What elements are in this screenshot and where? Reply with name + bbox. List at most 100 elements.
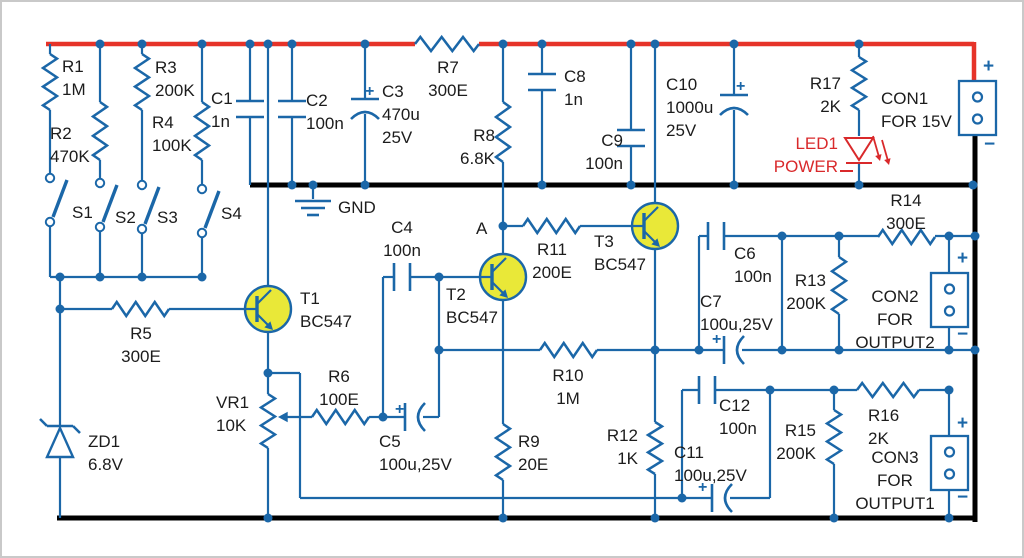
c2-capacitor-symbol [278, 99, 306, 119]
r8-resistor-symbol [493, 100, 513, 164]
s4-switch-symbol [196, 183, 221, 239]
r17-resistor-symbol [849, 55, 869, 112]
r1-resistor-symbol [40, 52, 60, 112]
zd1-zener-diode-symbol [39, 418, 81, 459]
c5-capacitor-symbol [403, 402, 426, 432]
label-gnd: GND [338, 198, 376, 217]
r9-resistor-symbol [493, 422, 513, 482]
r11-resistor-symbol [521, 216, 582, 236]
r7-resistor-symbol [414, 34, 480, 54]
vr1-wiper-arrow [278, 411, 288, 423]
c11-plus-sign: + [698, 479, 708, 496]
junction-dots [55, 39, 980, 523]
s1-switch-symbol [44, 172, 69, 228]
t1-transistor-symbol [243, 284, 293, 334]
positive-supply-rail [46, 41, 977, 81]
con3-plus-sign: + [957, 413, 969, 434]
con3-connector [929, 434, 970, 492]
label-s1: S1 [72, 203, 93, 222]
c5-plus-sign: + [395, 401, 405, 418]
c4-capacitor-symbol [392, 263, 412, 291]
c1-capacitor-symbol [236, 99, 264, 119]
c3-capacitor-symbol [350, 97, 380, 120]
r14-resistor-symbol [876, 227, 937, 247]
c7-plus-sign: + [712, 331, 722, 348]
t3-transistor-symbol [630, 201, 680, 251]
r13-resistor-symbol [829, 255, 849, 316]
label-s4: S4 [221, 204, 242, 223]
vr1-resistor-symbol [258, 392, 278, 450]
wires [48, 44, 975, 518]
label-s2: S2 [115, 208, 136, 227]
c10-capacitor-symbol [719, 93, 749, 116]
r12-resistor-symbol [645, 420, 665, 476]
con1-minus-sign: − [984, 134, 996, 155]
r10-resistor-symbol [538, 340, 599, 360]
con1-plus-sign: + [983, 56, 995, 77]
r6-resistor-symbol [310, 407, 371, 427]
c6-capacitor-symbol [706, 222, 726, 250]
c11-capacitor-symbol [710, 483, 733, 513]
con2-plus-sign: + [957, 248, 969, 269]
led1-symbol [840, 135, 891, 172]
t2-transistor-symbol [478, 252, 528, 302]
con2-minus-sign: − [957, 324, 969, 345]
r16-resistor-symbol [855, 380, 921, 400]
r3-resistor-symbol [132, 52, 152, 112]
c9-capacitor-symbol [617, 128, 645, 148]
con3-minus-sign: − [957, 487, 969, 508]
c7-capacitor-symbol [722, 335, 745, 365]
c10-plus-sign: + [736, 78, 746, 95]
s2-switch-symbol [94, 177, 119, 233]
c3-plus-sign: + [365, 83, 375, 100]
label-node-a: A [476, 219, 488, 238]
s3-switch-symbol [136, 179, 161, 235]
r4-resistor-symbol [192, 100, 212, 162]
label-s3: S3 [157, 208, 178, 227]
con2-connector [929, 271, 970, 329]
r5-resistor-symbol [110, 299, 171, 319]
r2-resistor-symbol [90, 100, 110, 162]
c12-capacitor-symbol [697, 376, 717, 404]
